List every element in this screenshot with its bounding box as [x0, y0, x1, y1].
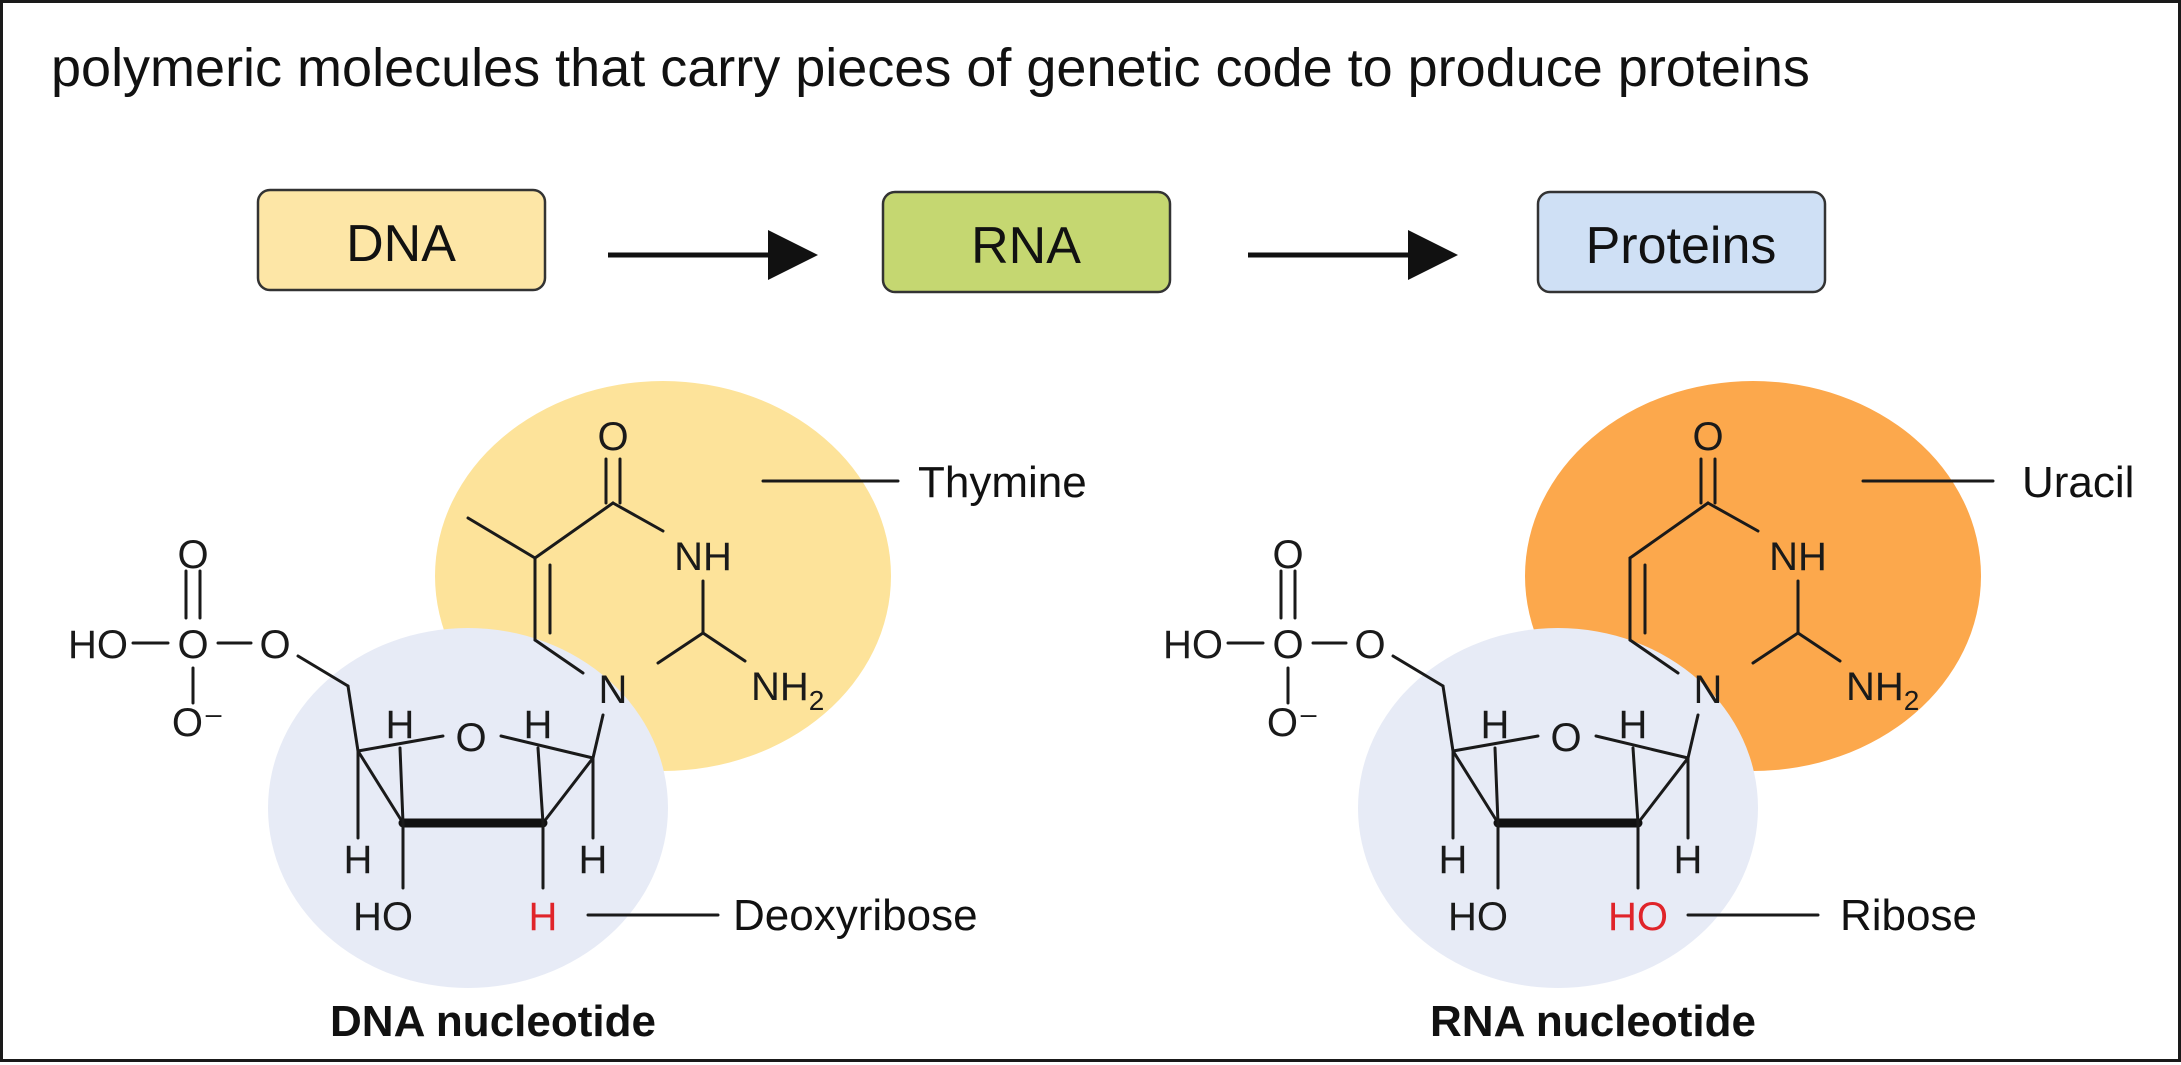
deoxyribose-blob: [268, 628, 668, 988]
c1-h-top: H: [1619, 703, 1648, 747]
base-nh: NH: [674, 535, 732, 579]
c4-h-top: H: [386, 703, 415, 747]
c3-ho: HO: [353, 895, 413, 939]
base-nh2: NH2: [751, 665, 824, 716]
rna-nucleotide-caption: RNA nucleotide: [1430, 997, 1756, 1046]
phosphate-o-bridge: O: [1354, 623, 1385, 667]
c1-h-bottom: H: [1674, 838, 1703, 882]
dna-nucleotide: O HO O O O⁻ O H H H H HO H O NH N NH2 Th…: [68, 381, 1087, 1046]
dna-box-label: DNA: [346, 215, 456, 273]
proteins-box: [1536, 190, 1827, 294]
ribose-blob: [1358, 628, 1758, 988]
diagram: polymeric molecules that carry pieces of…: [51, 38, 2134, 1046]
dna-nucleotide-caption: DNA nucleotide: [330, 997, 656, 1046]
phosphate-ho: HO: [68, 623, 128, 667]
base-carbonyl-o: O: [597, 415, 628, 459]
base-carbonyl-o: O: [1692, 415, 1723, 459]
dna-box: [256, 188, 547, 292]
c3-ho: HO: [1448, 895, 1508, 939]
c4-h-bottom: H: [1439, 838, 1468, 882]
ribose-label: Ribose: [1840, 891, 1977, 940]
rna-nucleotide: O HO O O O⁻ O H H H H HO HO O NH N NH2 U…: [1163, 381, 2134, 1046]
phosphate-ho: HO: [1163, 623, 1223, 667]
phosphate-o-top: O: [1272, 533, 1303, 577]
ring-oxygen: O: [455, 716, 486, 760]
phosphate-o-top: O: [177, 533, 208, 577]
c2-group-highlight: HO: [1608, 895, 1668, 939]
c4-h-top: H: [1481, 703, 1510, 747]
c4-h-bottom: H: [344, 838, 373, 882]
phosphate-p-o: O: [1272, 623, 1303, 667]
page-title: polymeric molecules that carry pieces of…: [51, 38, 1810, 98]
proteins-box-label: Proteins: [1586, 217, 1777, 275]
phosphate-o-minus: O⁻: [172, 701, 224, 745]
phosphate-o-minus: O⁻: [1267, 701, 1319, 745]
base-nh2: NH2: [1846, 665, 1919, 716]
phosphate-p-o: O: [177, 623, 208, 667]
uracil-label: Uracil: [2022, 458, 2134, 507]
methyl-bond: [466, 516, 537, 560]
base-n: N: [599, 668, 628, 712]
base-nh: NH: [1769, 535, 1827, 579]
c1-h-bottom: H: [579, 838, 608, 882]
thymine-label: Thymine: [918, 458, 1087, 507]
rna-box-label: RNA: [971, 217, 1081, 275]
deoxyribose-label: Deoxyribose: [733, 891, 978, 940]
c1-h-top: H: [524, 703, 553, 747]
base-n: N: [1694, 668, 1723, 712]
ring-oxygen: O: [1550, 716, 1581, 760]
phosphate-o-bridge: O: [259, 623, 290, 667]
c2-group-highlight: H: [529, 895, 558, 939]
rna-box: [881, 190, 1172, 294]
